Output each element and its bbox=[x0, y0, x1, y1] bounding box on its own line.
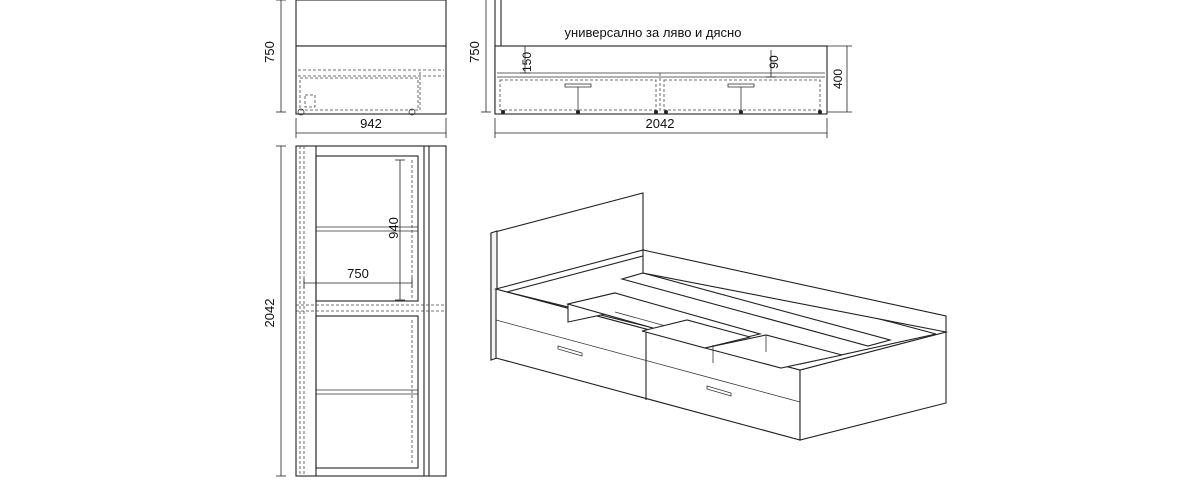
front-height-label: 750 bbox=[467, 41, 482, 63]
plan-lower-frame bbox=[315, 315, 419, 469]
plan-length-label: 2042 bbox=[262, 299, 277, 328]
front-drawer-left bbox=[499, 79, 657, 111]
side-width-label: 942 bbox=[360, 116, 382, 131]
side-view: 750 942 bbox=[262, 0, 447, 138]
plan-view: 940 750 2042 bbox=[262, 145, 447, 477]
drawer-gap-label: 150 bbox=[520, 52, 534, 72]
side-wheel bbox=[297, 108, 305, 116]
bed-height-label: 400 bbox=[831, 69, 845, 89]
iso-handle-right bbox=[706, 385, 732, 397]
rail-label: 90 bbox=[767, 55, 781, 69]
side-headboard bbox=[295, 0, 447, 47]
front-drawer-right bbox=[663, 79, 821, 111]
plan-inner-height-label: 940 bbox=[386, 217, 401, 239]
side-body bbox=[295, 45, 447, 115]
front-view: универсално за ляво и дясно 750 150 90 4… bbox=[467, 0, 852, 138]
isometric-view bbox=[490, 192, 949, 441]
iso-crossbar bbox=[641, 319, 751, 349]
plan-inner-width-label: 750 bbox=[347, 266, 369, 281]
side-wheel bbox=[408, 108, 416, 116]
side-height-label: 750 bbox=[262, 41, 277, 63]
front-width-label: 2042 bbox=[646, 116, 675, 131]
orientation-note: универсално за ляво и дясно bbox=[565, 25, 742, 40]
plan-upper-frame bbox=[315, 155, 419, 302]
iso-handle-left bbox=[557, 345, 583, 357]
iso-shelf bbox=[619, 272, 893, 347]
